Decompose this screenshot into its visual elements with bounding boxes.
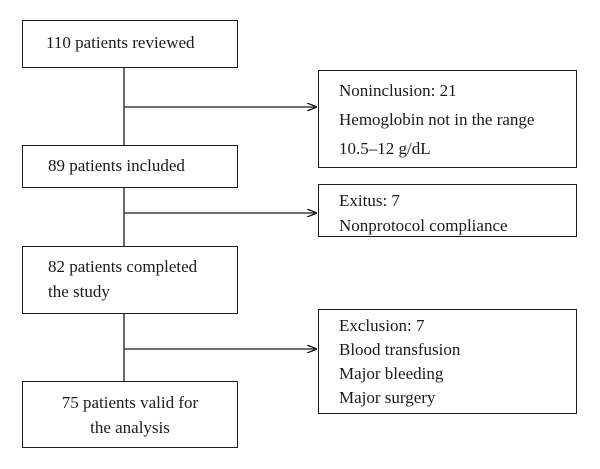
patients-included-box: 89 patients included xyxy=(22,145,238,188)
patients-valid-box: 75 patients valid for the analysis xyxy=(22,381,238,448)
patients-completed-text-line-2: the study xyxy=(48,281,110,301)
exitus-reason: Nonprotocol compliance xyxy=(339,215,508,235)
exclusion-reason-bleeding: Major bleeding xyxy=(339,364,444,384)
patients-completed-text-line-1: 82 patients completed xyxy=(48,257,198,276)
noninclusion-count: Noninclusion: 21 xyxy=(339,81,457,100)
patients-completed-box: 82 patients completed the study xyxy=(22,246,238,314)
exclusion-count: Exclusion: 7 xyxy=(339,316,425,335)
exclusion-box: Exclusion: 7 Blood transfusion Major ble… xyxy=(318,309,577,414)
exclusion-reason-surgery: Major surgery xyxy=(339,388,436,408)
exclusion-reason-transfusion: Blood transfusion xyxy=(339,340,461,360)
noninclusion-reason: Hemoglobin not in the range xyxy=(339,109,535,129)
patients-included-text: 89 patients included xyxy=(48,156,185,175)
patients-reviewed-text: 110 patients reviewed xyxy=(46,33,195,52)
exitus-count: Exitus: 7 xyxy=(339,191,400,210)
patients-reviewed-box: 110 patients reviewed xyxy=(22,20,238,68)
patients-valid-text-line-2: the analysis xyxy=(90,417,170,437)
patients-valid-text-line-1: 75 patients valid for xyxy=(61,393,199,412)
exitus-box: Exitus: 7 Nonprotocol compliance xyxy=(318,184,577,237)
noninclusion-box: Noninclusion: 21 Hemoglobin not in the r… xyxy=(318,70,577,168)
noninclusion-range: 10.5–12 g/dL xyxy=(339,138,431,158)
